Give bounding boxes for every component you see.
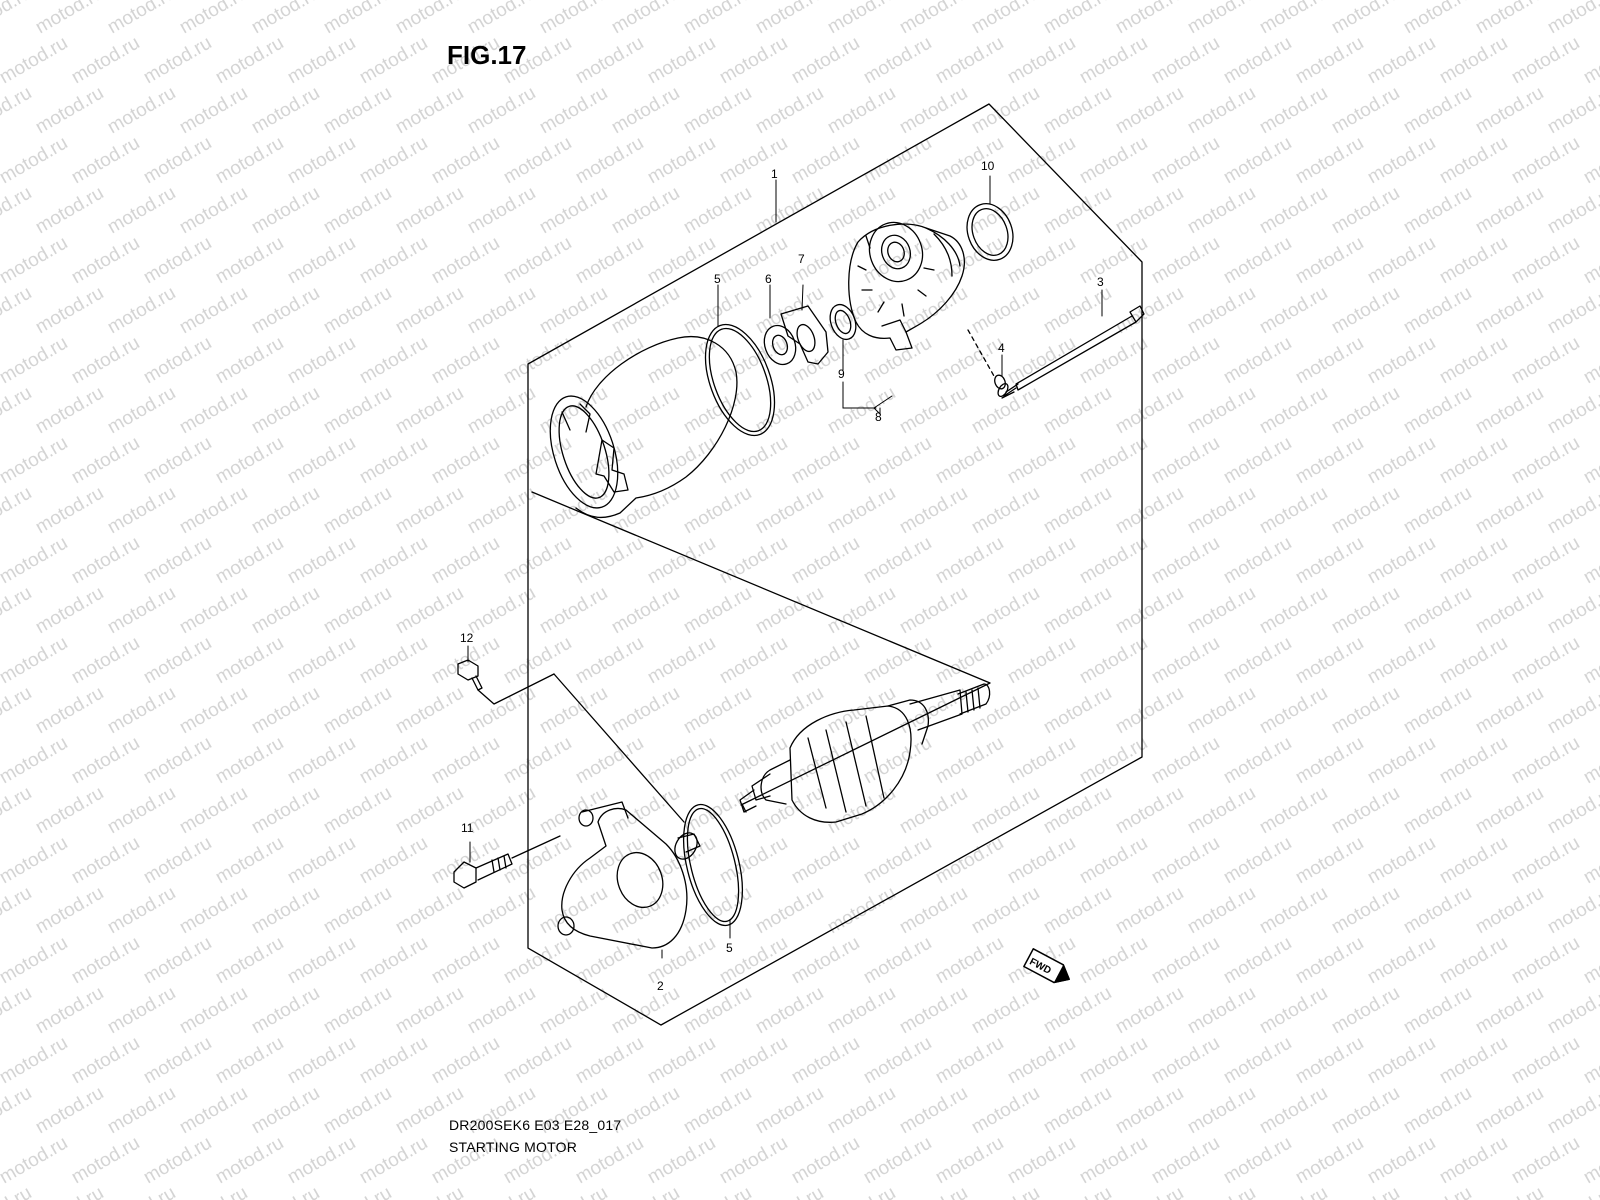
explode-line-cap xyxy=(553,673,685,823)
callout-12: 12 xyxy=(460,631,474,645)
figure-name: STARTING MOTOR xyxy=(449,1139,578,1155)
figure-title: FIG.17 xyxy=(447,40,527,70)
callout-labels: 1 2 3 4 5 5 6 7 8 9 10 11 12 xyxy=(460,159,1104,993)
callout-7: 7 xyxy=(798,252,805,266)
callout-1: 1 xyxy=(771,167,778,181)
callout-8: 8 xyxy=(875,410,882,424)
fwd-direction-badge: FWD xyxy=(1023,948,1070,984)
callout-leaders xyxy=(467,175,1103,959)
callout-6: 6 xyxy=(765,272,772,286)
callout-5-upper: 5 xyxy=(714,272,721,286)
oil-seal xyxy=(829,303,857,341)
callout-4: 4 xyxy=(998,341,1005,355)
assembly-frame xyxy=(527,103,1143,1026)
o-ring-upper xyxy=(704,323,776,437)
mounting-bolt xyxy=(453,835,561,889)
callout-3: 3 xyxy=(1097,275,1104,289)
o-ring-10 xyxy=(966,203,1014,261)
through-bolt xyxy=(997,305,1145,399)
callout-11: 11 xyxy=(461,821,474,835)
callout-2: 2 xyxy=(657,979,664,993)
small-o-ring xyxy=(994,374,1006,390)
yoke-housing xyxy=(549,336,738,519)
o-ring-lower xyxy=(683,803,743,927)
leader-dashed xyxy=(967,329,995,377)
callout-9: 9 xyxy=(838,367,845,381)
brush-plate xyxy=(780,305,829,365)
callout-5-lower: 5 xyxy=(726,941,733,955)
explode-line-leader xyxy=(477,673,555,705)
explode-line xyxy=(531,491,991,806)
terminal-screw xyxy=(457,659,483,691)
end-cover-housing xyxy=(848,221,965,351)
front-cover xyxy=(557,801,701,949)
callout-10: 10 xyxy=(981,159,995,173)
armature xyxy=(739,683,991,823)
figure-code: DR200SEK6 E03 E28_017 xyxy=(449,1117,622,1133)
